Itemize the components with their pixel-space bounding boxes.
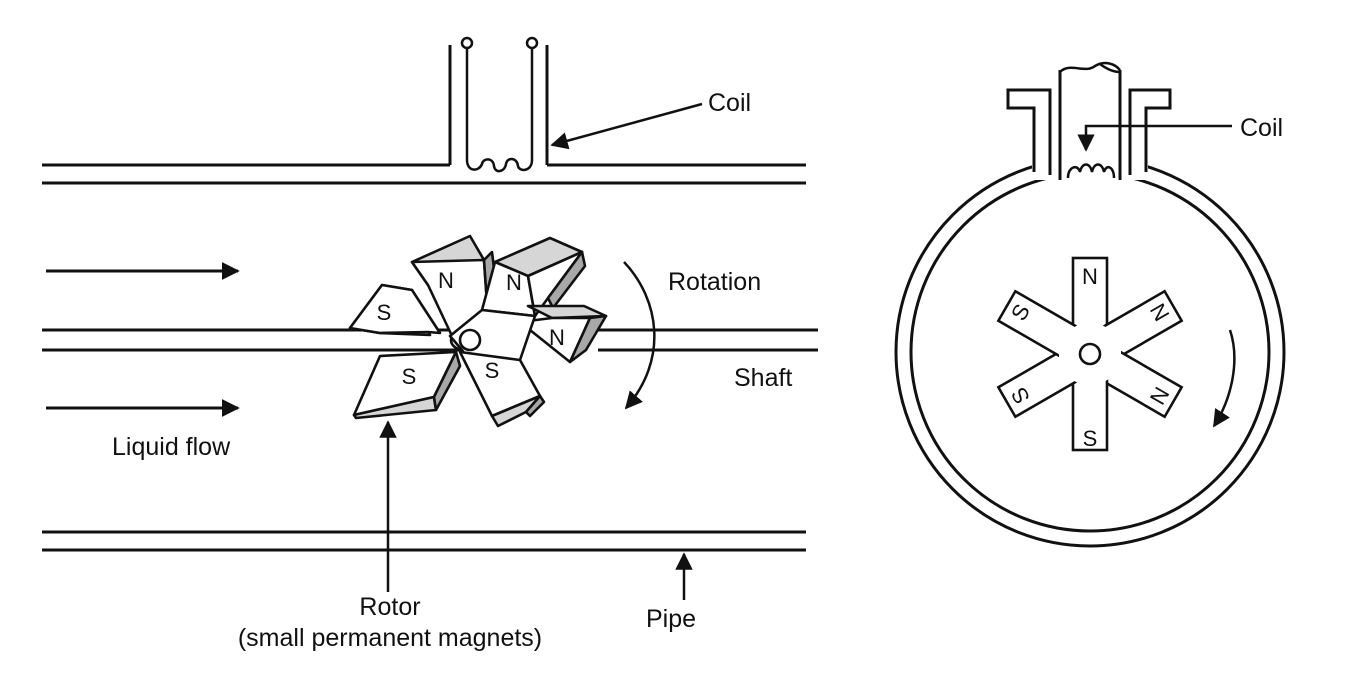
rotor-blade — [348, 283, 442, 337]
rotation-arrow-right — [1212, 329, 1236, 428]
coil-terminal — [460, 36, 474, 50]
rotor-blade — [480, 236, 587, 318]
coil-label-right: Coil — [1240, 114, 1283, 142]
rotor-blade — [458, 350, 546, 428]
pole-label: N — [1082, 264, 1098, 289]
rotation-arrow — [623, 261, 656, 410]
rotation-label: Rotation — [668, 268, 761, 296]
rotor: S N N N S S — [348, 234, 608, 428]
pipe-lower-wall — [42, 530, 806, 552]
pole-label: N — [549, 325, 565, 350]
coil — [1066, 163, 1116, 179]
pole-label: S — [1083, 426, 1098, 451]
coil-label: Coil — [708, 89, 751, 117]
coil-terminal — [525, 36, 539, 50]
rotor-blade — [352, 350, 462, 420]
coil-housing — [1006, 61, 1172, 180]
coil-leader-arrow — [550, 102, 703, 150]
pole-label: N — [438, 268, 454, 293]
rotor-hub — [1078, 342, 1102, 366]
rotor-label: Rotor — [359, 593, 420, 621]
coil — [460, 36, 539, 173]
pole-label: S — [377, 300, 392, 325]
pipe-upper-wall — [42, 45, 806, 185]
pipe-label: Pipe — [646, 605, 696, 633]
liquid-flow-label: Liquid flow — [112, 433, 231, 461]
side-view: Coil Liquid flow Shaft — [42, 36, 818, 652]
shaft-label: Shaft — [734, 364, 792, 392]
rotor-blade — [518, 304, 608, 364]
pole-label: S — [402, 364, 417, 389]
rotor-label-detail: (small permanent magnets) — [238, 624, 542, 652]
pole-label: S — [485, 358, 500, 383]
cross-section-view: Coil N N N — [894, 61, 1286, 548]
coil-leader-arrow — [1077, 124, 1232, 152]
pole-label: N — [506, 270, 522, 295]
rotor-star: N N N S S S — [996, 256, 1184, 452]
